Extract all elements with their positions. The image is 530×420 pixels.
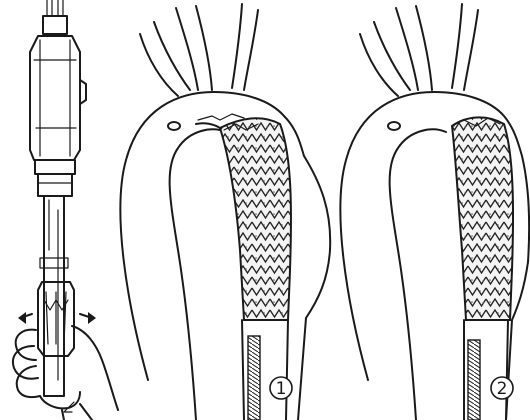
aortic-arch-inner	[170, 129, 226, 420]
top-hoses	[47, 0, 63, 16]
delivery-handle	[13, 0, 118, 420]
hand-finger-2	[13, 346, 38, 379]
graft-tip-wires	[198, 114, 244, 120]
stent-graft-deployed	[452, 117, 513, 320]
ostium-marker-2	[388, 122, 400, 130]
catheter-spring-1	[248, 336, 260, 420]
ostium-marker	[168, 122, 180, 130]
stent-graft	[220, 118, 291, 320]
handle-body	[30, 36, 80, 160]
delivery-shaft	[44, 196, 64, 396]
step-1-panel: 1	[120, 4, 330, 420]
step-2-label: 2	[497, 379, 508, 399]
rotate-arrow-left-head	[18, 312, 26, 324]
hose-connector	[43, 16, 67, 34]
catheter-spring-2	[468, 340, 480, 420]
step-2-panel: 2	[340, 4, 529, 420]
handle-grooves	[34, 40, 76, 156]
step-1-label: 1	[276, 379, 287, 399]
hand-finger-3	[17, 366, 40, 397]
handle-collar	[35, 160, 75, 174]
hand-finger-1	[16, 330, 36, 360]
rotate-arrow-right-head	[88, 312, 96, 324]
hand-thumb	[40, 392, 80, 408]
aortic-arch-inner-2	[390, 129, 446, 420]
handle-collar-lower	[38, 174, 72, 196]
